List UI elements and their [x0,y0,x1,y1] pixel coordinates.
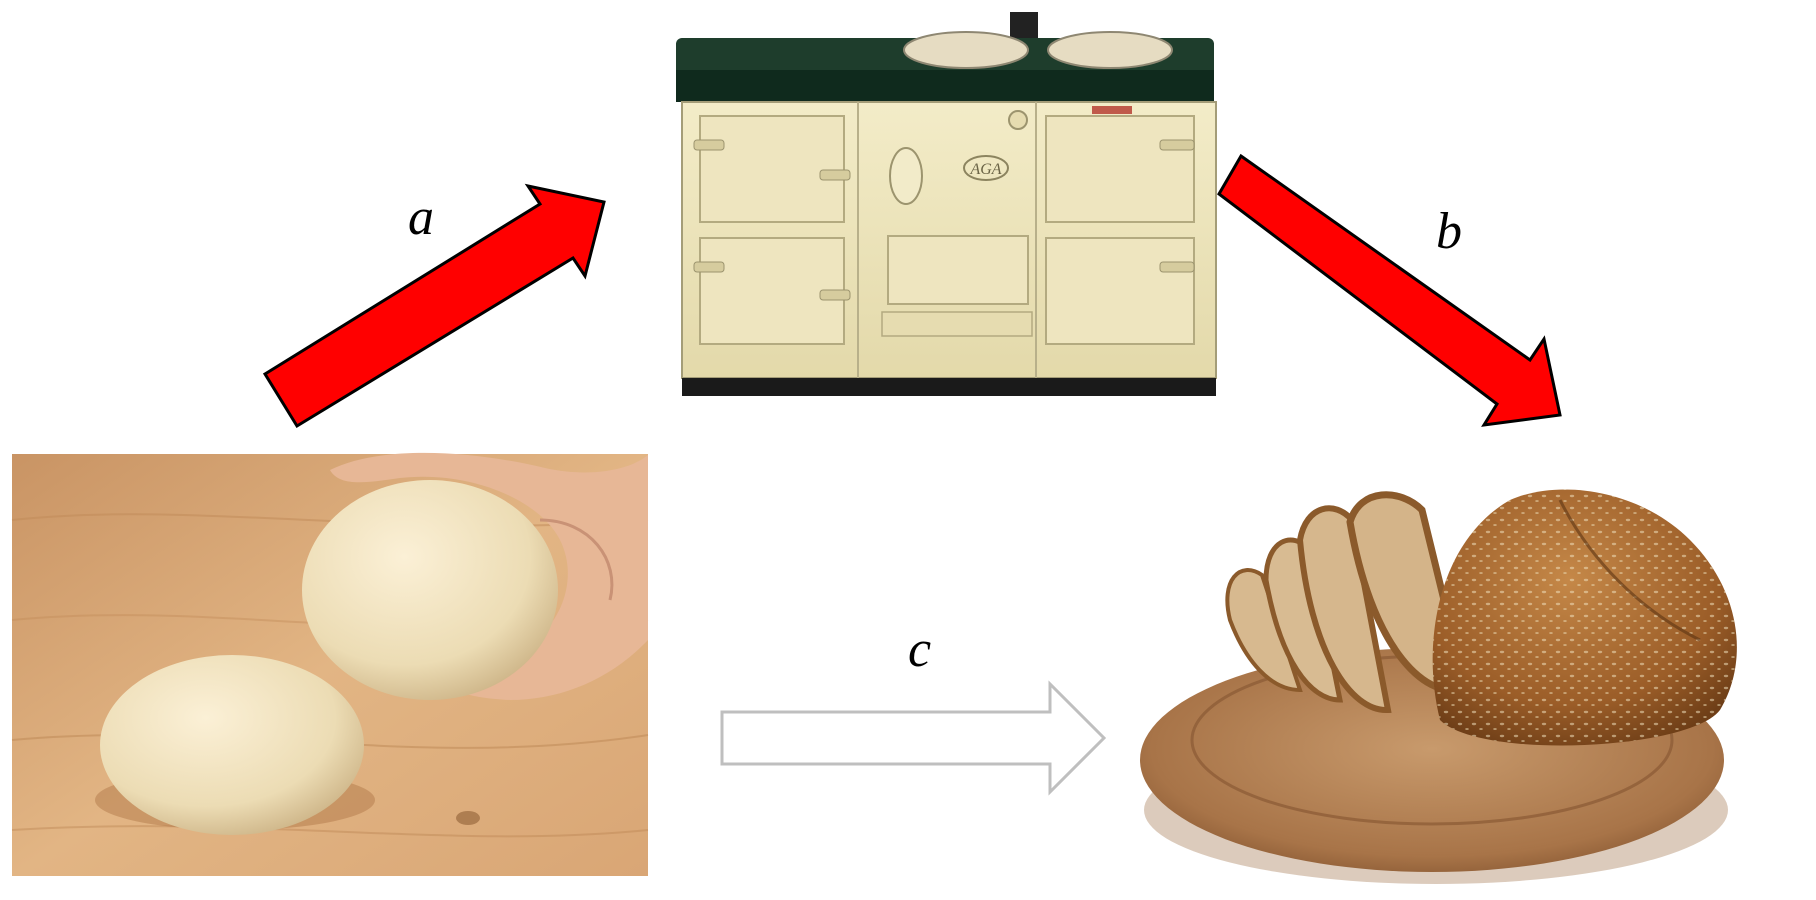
bread-image [1140,489,1737,884]
arrow-c-label: c [908,624,931,676]
arrow-b [1219,156,1560,425]
arrow-c [722,684,1104,792]
arrow-a [265,186,604,426]
oven-image: AGA [676,12,1216,396]
dough-image [12,453,648,876]
svg-text:AGA: AGA [969,161,1001,178]
arrow-a-label: a [408,192,434,244]
arrow-b-label: b [1436,206,1462,258]
